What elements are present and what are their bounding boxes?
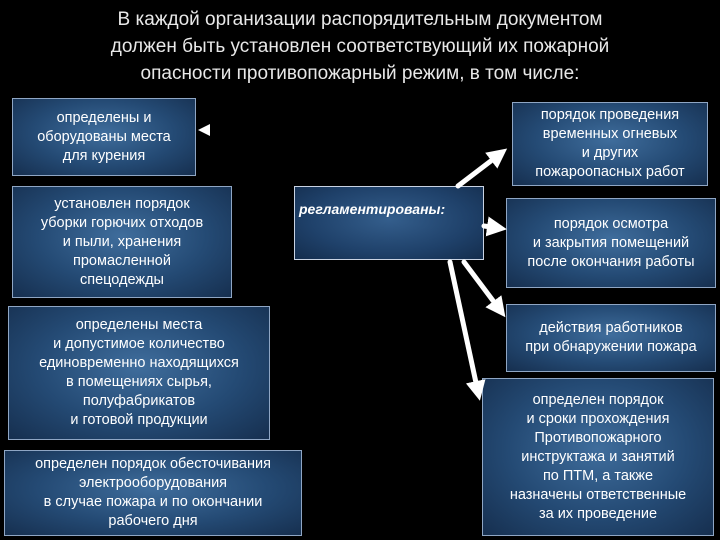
box-line: порядок проведения: [540, 107, 680, 123]
box-line: после окончания работы: [527, 253, 695, 270]
box-premises-inspection: порядок осмотра и закрытия помещений пос…: [506, 198, 716, 288]
box-line: электрооборудования: [78, 475, 228, 491]
box-line: при обнаружении пожара: [525, 339, 697, 355]
center-box-regulated: регламентированы:: [294, 186, 484, 260]
box-line: временных огневых: [542, 126, 678, 142]
box-materials-storage: определены места и допустимое количество…: [8, 306, 270, 440]
box-line: за их проведение: [538, 505, 658, 522]
arrow-to-fire-actions: [461, 259, 506, 318]
box-line: Противопожарного: [534, 429, 662, 446]
box-instruction: определен порядок и сроки прохождения Пр…: [482, 378, 714, 536]
box-line: промасленной: [73, 252, 171, 269]
box-line: и допустимое количество: [53, 336, 225, 352]
box-line: рабочего дня: [108, 513, 198, 529]
arrow-to-inspection: [481, 216, 507, 237]
title-line-2: должен быть установлен соответствующий и…: [110, 36, 610, 57]
box-line: и сроки прохождения: [526, 410, 670, 427]
box-line: действия работников: [539, 320, 683, 336]
box-line: и других: [581, 145, 639, 161]
box-fire-actions: действия работников при обнаружении пожа…: [506, 304, 716, 372]
center-label: регламентированы:: [299, 201, 446, 217]
box-line: установлен порядок: [54, 195, 190, 212]
box-line: определен порядок: [532, 391, 664, 408]
box-line: по ПТМ, а также: [542, 467, 654, 484]
box-line: и пыли, хранения: [62, 233, 182, 250]
box-line: порядок осмотра: [553, 215, 669, 232]
box-waste-cleanup: установлен порядок уборки горючих отходо…: [12, 186, 232, 298]
title-line-1: В каждой организации распорядительным до…: [117, 9, 603, 30]
box-smoking-places: определены и оборудованы места для курен…: [12, 98, 196, 176]
box-line: назначены ответственные: [509, 486, 687, 503]
box-line: и готовой продукции: [70, 412, 208, 428]
arrow-to-hot-work: [455, 148, 508, 189]
box-line: определены и: [56, 109, 152, 126]
box-line: оборудованы места: [37, 128, 171, 145]
box-line: спецодежды: [79, 271, 164, 288]
box-line: определен порядок обесточивания: [35, 456, 271, 472]
box-line: полуфабрикатов: [82, 393, 196, 409]
box-line: определены места: [75, 317, 203, 333]
box-line: и закрытия помещений: [532, 234, 690, 251]
box-hot-work: порядок проведения временных огневых и д…: [512, 102, 708, 186]
box-line: в случае пожара и по окончании: [43, 494, 263, 510]
box-line: инструктажа и занятий: [521, 448, 675, 465]
box-line: единовременно находящихся: [39, 355, 239, 371]
box-power-off: определен порядок обесточивания электроо…: [4, 450, 302, 536]
pointer-arrow-icon: [198, 124, 210, 136]
arrow-to-instruction: [447, 259, 486, 401]
title-line-3: опасности противопожарный режим, в том ч…: [140, 63, 580, 84]
box-line: в помещениях сырья,: [66, 374, 212, 390]
slide-title: В каждой организации распорядительным до…: [10, 6, 710, 87]
box-line: для курения: [62, 147, 146, 164]
box-line: пожароопасных работ: [535, 164, 685, 180]
box-line: уборки горючих отходов: [40, 214, 204, 231]
